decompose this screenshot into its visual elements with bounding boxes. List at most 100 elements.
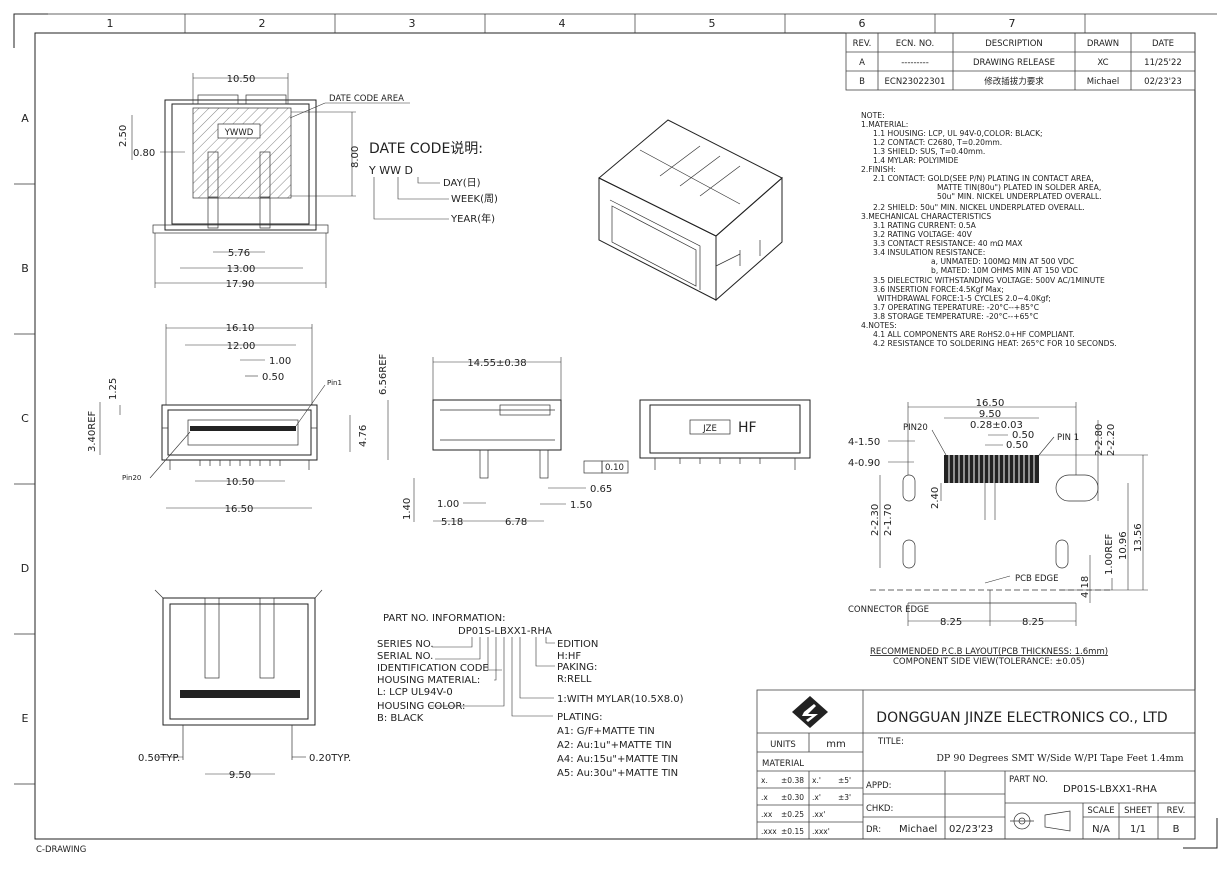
tol-angle-dxxx-key: .xxx': [812, 827, 830, 836]
zone-left-c: C: [21, 412, 29, 425]
zone-top-1: 1: [107, 17, 114, 30]
company-name: DONGGUAN JINZE ELECTRONICS CO., LTD: [876, 710, 1167, 726]
label-mylar: 1:WITH MYLAR(10.5X8.0): [557, 694, 684, 705]
note-line: 3.5 DIELECTRIC WITHSTANDING VOLTAGE: 500…: [873, 276, 1105, 285]
label-rell: R:RELL: [557, 674, 592, 685]
dim-bottom-0-20typ: 0.20TYP.: [309, 753, 351, 764]
dim-bottom-9-50: 9.50: [229, 770, 251, 781]
label-plating-a2: A2: Au:1u"+MATTE TIN: [557, 740, 672, 751]
label-serial-no: SERIAL NO.: [377, 651, 433, 662]
rev-a-drawn: XC: [1097, 58, 1108, 68]
part-no-value: DP01S-LBXX1-RHA: [1063, 784, 1157, 795]
dim-pcb-1-00ref: 1.00REF: [1104, 533, 1115, 575]
zone-top-5: 5: [709, 17, 716, 30]
label-lcp: L: LCP UL94V-0: [377, 687, 453, 698]
tol-dxx-value: ±0.25: [781, 810, 804, 819]
date-code-title: DATE CODE说明:: [369, 141, 483, 157]
zone-top-7: 7: [1009, 17, 1016, 30]
note-line: 3.2 RATING VOLTAGE: 40V: [873, 230, 973, 239]
revision-table: REV. ECN. NO. DESCRIPTION DRAWN DATE A -…: [845, 32, 1196, 91]
part-info-title: PART NO. INFORMATION:: [383, 613, 506, 624]
label-plating-a4: A4: Au:15u"+MATTE TIN: [557, 754, 678, 765]
tol-x-value: ±0.38: [781, 776, 804, 785]
title-label: TITLE:: [877, 737, 904, 747]
rev-b-ecn: ECN23022301: [885, 77, 946, 87]
note-line: a, UNMATED: 100MΩ MIN AT 500 VDC: [931, 257, 1074, 266]
note-line: 3.4 INSULATION RESISTANCE:: [873, 248, 985, 257]
scale-label: SCALE: [1087, 806, 1114, 816]
label-housing-material: HOUSING MATERIAL:: [377, 675, 480, 686]
scale-value: N/A: [1092, 824, 1110, 835]
label-housing-color: HOUSING COLOR:: [377, 701, 465, 712]
rev-a-date: 11/25'22: [1144, 58, 1182, 68]
bottom-view: 0.50TYP. 0.20TYP. 9.50: [138, 589, 351, 781]
rev-a-ecn: ---------: [901, 58, 929, 68]
dim-side-6-56ref: 6.56REF: [378, 353, 389, 395]
note-line: 3.8 STORAGE TEMPERATURE: -20°C--+65°C: [873, 312, 1038, 321]
date-code-week: WEEK(周): [451, 193, 498, 205]
note-line: 3.7 OPERATING TEPERATURE: -20°C--+85°C: [873, 303, 1039, 312]
dim-pcb-0-50-a: 0.50: [1012, 430, 1034, 441]
dim-front-0-50: 0.50: [262, 372, 284, 383]
note-line: 1.1 HOUSING: LCP, UL 94V-0,COLOR: BLACK;: [873, 129, 1043, 138]
zone-left-d: D: [21, 562, 29, 575]
dim-top-10-50: 10.50: [227, 74, 256, 85]
dim-front-1-00: 1.00: [269, 356, 291, 367]
date-code-format: Y WW D: [368, 164, 413, 177]
dim-pcb-0-50-b: 0.50: [1006, 440, 1028, 451]
company-logo: [792, 696, 828, 728]
label-hf: H:HF: [557, 651, 581, 662]
tol-x-key: x.: [761, 776, 768, 785]
rev-b-date: 02/23'23: [1144, 77, 1182, 87]
dim-side-1-40: 1.40: [402, 498, 413, 520]
dim-side-0-65: 0.65: [590, 484, 612, 495]
rev-label: REV.: [1167, 806, 1186, 816]
dim-side-6-78: 6.78: [505, 517, 527, 528]
front-pin1-label: Pin1: [327, 379, 342, 387]
drawing-frame: [13, 13, 1218, 849]
rev-b-drawn: Michael: [1087, 77, 1120, 87]
rev-header-rev: REV.: [853, 39, 872, 49]
note-line: NOTE:: [861, 111, 885, 120]
material-label: MATERIAL: [762, 759, 804, 769]
date-code-box: YWWD: [224, 128, 254, 138]
pcb-caption-2: COMPONENT SIDE VIEW(TOLERANCE: ±0.05): [893, 657, 1085, 667]
dim-side-14-55: 14.55±0.38: [467, 358, 526, 369]
pcb-pin1-label: PIN 1: [1057, 433, 1079, 443]
dim-front-12-00: 12.00: [227, 341, 256, 352]
drawing-title: DP 90 Degrees SMT W/Side W/PI Tape Feet …: [936, 753, 1183, 764]
sheet-label: SHEET: [1124, 806, 1153, 816]
dim-top-2-50: 2.50: [118, 125, 129, 147]
note-line: 1.2 CONTACT: C2680, T=0.20mm.: [873, 138, 1002, 147]
units-label: UNITS: [770, 740, 796, 750]
dim-pcb-13-56: 13.56: [1133, 523, 1144, 552]
title-block: DONGGUAN JINZE ELECTRONICS CO., LTD UNIT…: [756, 689, 1196, 840]
note-line: 2.1 CONTACT: GOLD(SEE P/N) PLATING IN CO…: [873, 174, 1094, 183]
dim-front-1-25: 1.25: [108, 378, 119, 400]
dim-pcb-8-25-left: 8.25: [940, 617, 962, 628]
isometric-view: [598, 119, 783, 302]
front-view-2: JZE HF: [639, 399, 811, 470]
tol-dx-key: .x: [761, 793, 768, 802]
dim-side-5-18: 5.18: [441, 517, 463, 528]
part-no-label: PART NO.: [1009, 775, 1048, 785]
dim-top-8-00: 8.00: [350, 146, 361, 168]
zone-top-3: 3: [409, 17, 416, 30]
zone-top-6: 6: [859, 17, 866, 30]
units-value: mm: [826, 739, 845, 750]
note-line: 4.NOTES:: [861, 321, 897, 330]
dim-pcb-2-1-70: 2-1.70: [883, 504, 894, 536]
zone-labels: 1 2 3 4 5 6 7 A B C D E: [21, 17, 1016, 725]
note-line: 2.2 SHIELD: 50u" MIN. NICKEL UNDERPLATED…: [873, 203, 1085, 212]
rev-b-description: 修改插拔力要求: [984, 76, 1044, 87]
notes-block: NOTE: 1.MATERIAL: 1.1 HOUSING: LCP, UL 9…: [861, 111, 1117, 348]
note-line: b, MATED: 10M OHMS MIN AT 150 VDC: [931, 266, 1078, 275]
tol-angle-dx-key: .x': [812, 793, 821, 802]
dim-front-10-50: 10.50: [226, 477, 255, 488]
note-line: 50u" MIN. NICKEL UNDERPLATED OVERALL.: [937, 192, 1102, 201]
note-line: 1.4 MYLAR: POLYIMIDE: [873, 156, 959, 165]
tol-dxx-key: .xx: [761, 810, 773, 819]
appd-label: APPD:: [866, 781, 891, 791]
projection-symbol: [1010, 810, 1071, 832]
